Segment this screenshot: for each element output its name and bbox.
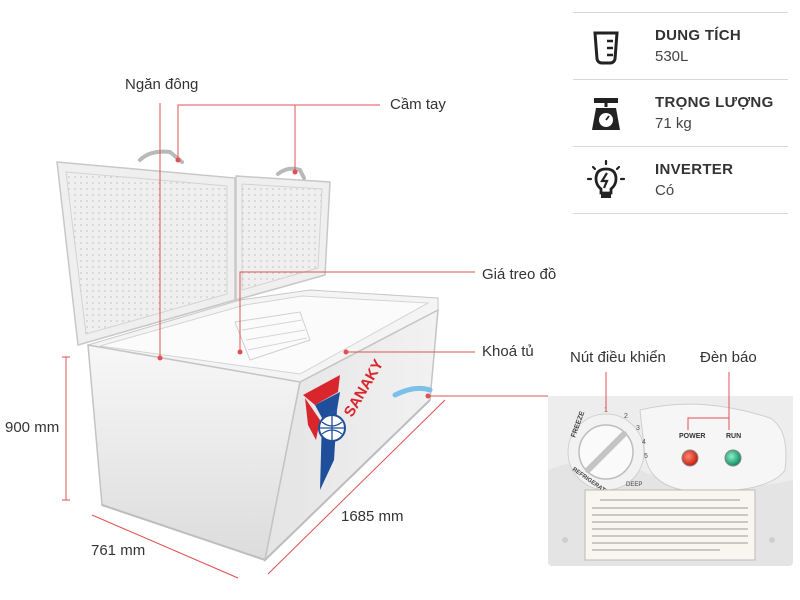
control-knob-label: Nút điều khiển: [570, 349, 666, 366]
dial-number-5: 5: [644, 453, 648, 460]
dial-number-3: 3: [636, 425, 640, 432]
freezer-lids: [56, 149, 331, 346]
indicator-light-label: Đèn báo: [700, 349, 757, 366]
lightbulb-icon: [586, 159, 626, 198]
depth-dimension-label: 761 mm: [91, 542, 146, 559]
spec-capacity: DUNG TÍCH 530L: [573, 12, 788, 79]
freezer-compartment-label: Ngăn đông: [125, 76, 199, 93]
run-indicator-light: [724, 449, 742, 467]
dial-number-4: 4: [642, 439, 646, 446]
power-light-label: POWER: [679, 433, 705, 440]
control-knob[interactable]: [567, 413, 645, 491]
spec-capacity-value: 530L: [655, 48, 689, 65]
callout-lines: [62, 103, 548, 579]
lock-label: Khoá tủ: [482, 343, 534, 360]
depth-dimension-line: [91, 514, 239, 579]
rack-callout-line: [239, 271, 475, 352]
spec-weight-title: TRỌNG LƯỢNG: [655, 94, 774, 111]
spec-weight-value: 71 kg: [655, 115, 692, 132]
handle-label: Cầm tay: [390, 96, 446, 113]
spec-weight: TRỌNG LƯỢNG 71 kg: [573, 79, 788, 146]
specs-panel: DUNG TÍCH 530L TRỌNG LƯỢNG 71 kg INVE: [573, 12, 788, 214]
measuring-cup-icon: [593, 31, 619, 65]
width-dimension-line: [267, 399, 446, 575]
dial-label-deep: DEEP: [626, 482, 642, 488]
spec-capacity-title: DUNG TÍCH: [655, 27, 742, 44]
spec-inverter-title: INVERTER: [655, 161, 734, 178]
control-panel: FREEZE REFRIGERATE LOW DEEP 1 2 3 4 5 PO…: [548, 372, 793, 566]
spec-inverter: INVERTER Có: [573, 146, 788, 214]
width-dimension-label: 1685 mm: [341, 508, 404, 525]
power-indicator-light: [681, 449, 699, 467]
handle-callout-line: [177, 104, 380, 160]
height-dimension-label: 900 mm: [5, 419, 60, 436]
dial-number-2: 2: [624, 413, 628, 420]
spec-inverter-value: Có: [655, 182, 675, 199]
run-light-label: RUN: [726, 433, 741, 440]
instruction-plate: [584, 489, 756, 561]
freezer-body: [87, 289, 439, 563]
rack-label: Giá treo đồ: [482, 266, 557, 283]
scale-icon: [592, 98, 620, 130]
